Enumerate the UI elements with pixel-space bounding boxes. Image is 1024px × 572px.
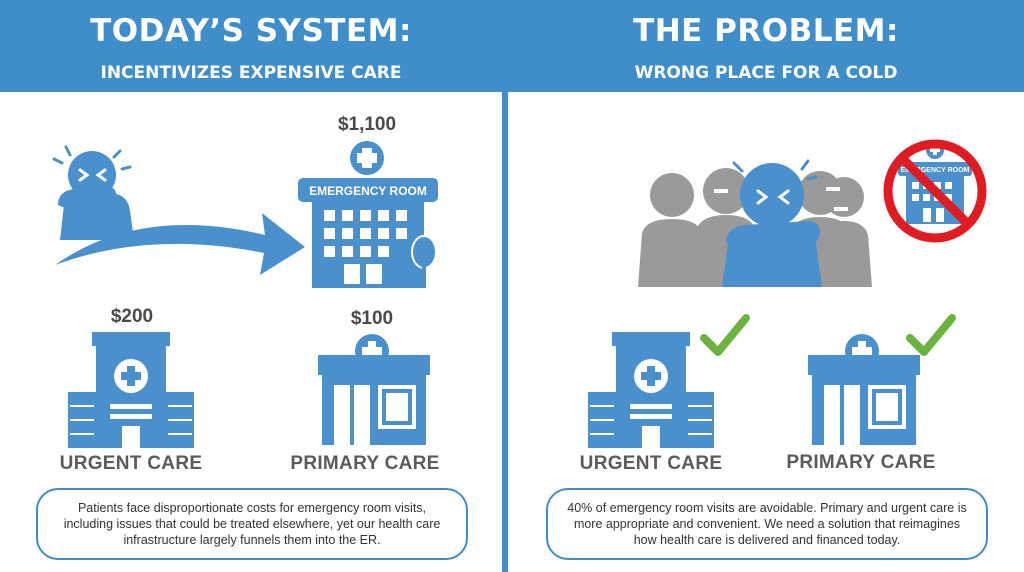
primary-care-icon [318, 334, 430, 445]
arrow-icon [55, 213, 305, 275]
sick-person-icon [52, 145, 134, 240]
left-note-text: Patients face disproportionate costs for… [63, 501, 441, 547]
right-title: THE PROBLEM: [633, 13, 899, 49]
crowd-icon [638, 159, 872, 287]
urgent-care-icon-right [588, 332, 714, 448]
left-header: TODAY’S SYSTEM: INCENTIVIZES EXPENSIVE C… [0, 0, 502, 92]
right-header: THE PROBLEM: WRONG PLACE FOR A COLD [508, 0, 1024, 92]
urgent-label: URGENT CARE [59, 453, 203, 474]
no-er-sign-text: EMERGENCY ROOM [901, 167, 970, 174]
er-sign-text: EMERGENCY ROOM [309, 184, 427, 198]
right-subtitle: WRONG PLACE FOR A COLD [634, 63, 898, 83]
left-subtitle: INCENTIVIZES EXPENSIVE CARE [100, 63, 402, 83]
emergency-room-icon: EMERGENCY ROOM [298, 141, 438, 288]
primary-label: PRIMARY CARE [290, 453, 440, 474]
primary-label-right: PRIMARY CARE [786, 452, 936, 473]
primary-price: $100 [350, 308, 394, 329]
no-er-icon: EMERGENCY ROOM [883, 139, 987, 243]
checkmark-icon-primary [906, 314, 956, 356]
left-title: TODAY’S SYSTEM: [90, 13, 412, 49]
center-divider [502, 0, 508, 572]
primary-care-icon-right [808, 334, 920, 445]
right-note: 40% of emergency room visits are avoidab… [546, 488, 988, 560]
er-price: $1,100 [337, 114, 397, 135]
urgent-price: $200 [110, 306, 154, 327]
right-note-text: 40% of emergency room visits are avoidab… [567, 501, 967, 547]
urgent-care-icon [68, 332, 194, 448]
checkmark-icon-urgent [700, 314, 750, 356]
left-note: Patients face disproportionate costs for… [36, 488, 468, 560]
urgent-label-right: URGENT CARE [579, 453, 723, 474]
